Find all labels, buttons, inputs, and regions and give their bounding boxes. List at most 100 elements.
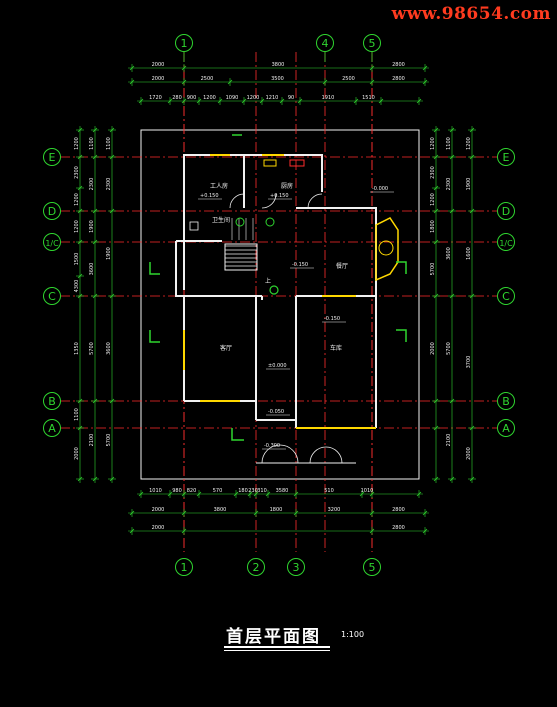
dim-bottom-1-slash xyxy=(359,491,365,497)
room-label: 上 xyxy=(265,277,271,285)
axis-bubble-left-label: D xyxy=(48,205,56,218)
dim-left-2-value: 1900 xyxy=(89,220,95,233)
dim-top-3-slash xyxy=(279,98,285,104)
dim-bottom-2-value: 3800 xyxy=(214,507,227,513)
dim-right-3-value: 1900 xyxy=(466,178,472,191)
dim-top-2-value: 2800 xyxy=(392,76,405,82)
bay-window-table xyxy=(378,240,394,256)
section-mark-west-2 xyxy=(149,330,160,343)
dim-left-1-value: 2300 xyxy=(74,166,80,179)
dim-left-3-slash xyxy=(109,476,115,482)
dim-right-2-value: 5700 xyxy=(446,342,452,355)
dim-top-3-value: 1720 xyxy=(149,95,162,101)
dim-bottom-1-slash xyxy=(233,491,239,497)
dim-right-3-value: 2000 xyxy=(466,447,472,460)
axis-bubble-right-label: D xyxy=(502,205,510,218)
axis-bubble-left-circle xyxy=(43,419,61,437)
axis-bubble-right-label: 1/C xyxy=(499,239,513,248)
axis-bubble-left-circle xyxy=(43,233,61,251)
dim-left-2-slash xyxy=(92,293,98,299)
dim-left-2-slash xyxy=(92,398,98,404)
dim-bottom-1-slash xyxy=(265,491,271,497)
dim-top-3-slash xyxy=(196,98,202,104)
dim-right-3-slash xyxy=(469,476,475,482)
dim-bottom-1-value: 180 xyxy=(238,488,248,494)
dim-right-2-slash xyxy=(449,127,455,133)
dim-left-1-value: 1350 xyxy=(74,342,80,355)
dim-left-1-slash xyxy=(77,154,83,160)
drawing-scale: 1:100 xyxy=(341,630,365,639)
dim-right-3-value: 1200 xyxy=(466,137,472,150)
dim-left-1-value: 1500 xyxy=(74,253,80,266)
dim-right-3-slash xyxy=(469,425,475,431)
dim-left-1-value: 1100 xyxy=(74,408,80,421)
dim-left-1-slash xyxy=(77,127,83,133)
dim-bottom-3-value: 2000 xyxy=(152,525,165,531)
elevation-label: +0.150 xyxy=(270,193,289,199)
dim-top-3-slash xyxy=(217,98,223,104)
dim-top-3-slash xyxy=(416,98,422,104)
dim-top-1-slash xyxy=(369,65,375,71)
fixture-marker xyxy=(265,217,275,227)
dim-right-2-slash xyxy=(449,154,455,160)
axis-bubble-top-label: 4 xyxy=(322,37,329,50)
dim-left-2-value: 2100 xyxy=(89,434,95,447)
dim-right-2-slash xyxy=(449,293,455,299)
dim-bottom-1-value: 1010 xyxy=(149,488,162,494)
dim-top-2-slash xyxy=(422,79,428,85)
dim-bottom-1-slash xyxy=(253,491,259,497)
dim-left-1-slash xyxy=(77,293,83,299)
dim-right-1-value: 2000 xyxy=(430,342,436,355)
dim-bottom-3-slash xyxy=(181,528,187,534)
dim-left-1-slash xyxy=(77,185,83,191)
axis-bubble-left-label: B xyxy=(48,395,56,408)
dim-top-2-value: 2000 xyxy=(152,76,165,82)
axis-bubble-bottom-circle xyxy=(287,558,305,576)
dim-bottom-1-slash xyxy=(247,491,253,497)
kitchen-stove xyxy=(289,159,305,167)
axis-bubble-bottom-label: 3 xyxy=(293,561,300,574)
stair-outline xyxy=(224,243,258,271)
bath-fixture xyxy=(189,221,199,231)
dim-top-3-value: 90 xyxy=(288,95,294,101)
dim-right-2-value: 1100 xyxy=(446,137,452,150)
dim-top-2-slash xyxy=(322,79,328,85)
dim-bottom-1-value: 980 xyxy=(172,488,182,494)
dim-top-2-slash xyxy=(181,79,187,85)
dim-right-1-value: 2300 xyxy=(430,166,436,179)
axis-bubble-right-circle xyxy=(497,148,515,166)
dim-bottom-1-slash xyxy=(167,491,173,497)
dim-right-2-value: 2100 xyxy=(446,434,452,447)
dim-left-1-value: 1200 xyxy=(74,193,80,206)
dim-top-2-slash xyxy=(369,79,375,85)
dim-top-3-slash xyxy=(378,98,384,104)
dim-bottom-1-slash xyxy=(416,491,422,497)
dim-right-2-slash xyxy=(449,476,455,482)
dim-bottom-3-value: 2800 xyxy=(392,525,405,531)
dim-right-2-slash xyxy=(449,398,455,404)
elevation-label: -0.150 xyxy=(292,262,308,268)
site-boundary xyxy=(140,129,420,480)
dim-bottom-2-slash xyxy=(181,510,187,516)
dim-left-3-value: 1100 xyxy=(106,137,112,150)
dim-bottom-1-value: 230 xyxy=(248,488,258,494)
dim-bottom-3-slash xyxy=(369,528,375,534)
dim-right-1-slash xyxy=(433,476,439,482)
dim-bottom-1-value: 820 xyxy=(187,488,197,494)
door-swing-garage-right xyxy=(325,446,343,464)
dim-bottom-1-value: 310 xyxy=(257,488,267,494)
dim-bottom-1-value: 570 xyxy=(213,488,223,494)
dim-bottom-1-slash xyxy=(196,491,202,497)
dim-left-1-value: 1200 xyxy=(74,137,80,150)
dim-right-3-slash xyxy=(469,127,475,133)
axis-bubble-bottom-circle xyxy=(175,558,193,576)
dim-top-3-slash xyxy=(167,98,173,104)
dim-bottom-1-slash xyxy=(138,491,144,497)
elevation-label: -0.000 xyxy=(372,186,388,192)
dim-right-3-value: 3700 xyxy=(466,356,472,369)
dim-top-3-value: 1910 xyxy=(322,95,335,101)
dim-right-3-slash xyxy=(469,154,475,160)
dim-top-1-value: 3800 xyxy=(272,62,285,68)
dim-top-1-slash xyxy=(181,65,187,71)
axis-bubble-bottom-label: 2 xyxy=(253,561,260,574)
